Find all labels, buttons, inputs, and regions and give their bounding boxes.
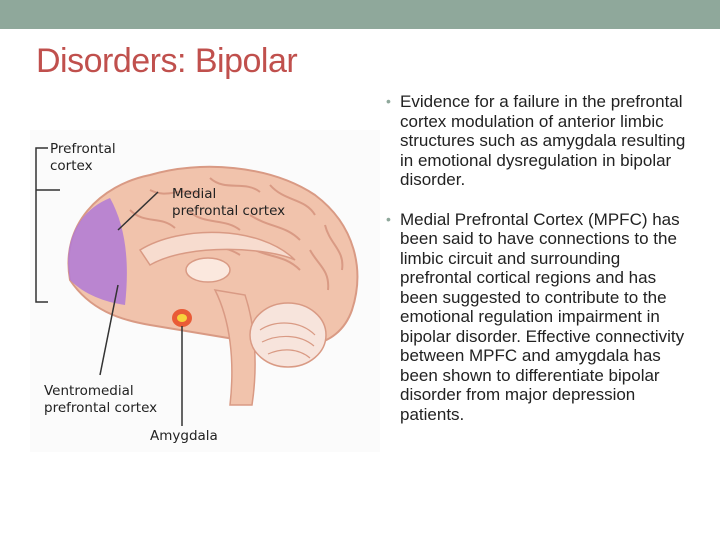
label-prefrontal-2: cortex bbox=[50, 158, 93, 174]
slide-title: Disorders: Bipolar bbox=[36, 42, 298, 80]
bullet-dot-icon: • bbox=[386, 93, 391, 109]
label-ventromedial-1: Ventromedial bbox=[44, 383, 134, 399]
top-accent-band bbox=[0, 0, 720, 29]
thalamus bbox=[185, 257, 231, 283]
bullet-item: • Evidence for a failure in the prefront… bbox=[384, 92, 694, 190]
brainstem bbox=[213, 289, 256, 406]
label-amygdala: Amygdala bbox=[150, 428, 218, 444]
label-medial-2: prefrontal cortex bbox=[172, 203, 285, 219]
brain-illustration: Prefrontal cortex Medial prefrontal cort… bbox=[35, 141, 359, 444]
corpus-callosum bbox=[138, 231, 296, 266]
bullet-text: Medial Prefrontal Cortex (MPFC) has been… bbox=[400, 209, 685, 424]
prefrontal-highlight bbox=[68, 198, 127, 305]
label-medial-1: Medial bbox=[172, 186, 216, 202]
label-prefrontal-1: Prefrontal bbox=[50, 141, 116, 157]
medial-leader bbox=[117, 191, 159, 231]
cerebellum bbox=[249, 302, 327, 368]
label-ventromedial-2: prefrontal cortex bbox=[44, 400, 157, 416]
bullet-item: • Medial Prefrontal Cortex (MPFC) has be… bbox=[384, 210, 694, 425]
brain-diagram: Prefrontal cortex Medial prefrontal cort… bbox=[30, 130, 380, 452]
ventromedial-leader bbox=[99, 284, 119, 376]
cerebellum-folds bbox=[259, 322, 316, 359]
bullet-list: • Evidence for a failure in the prefront… bbox=[384, 92, 694, 444]
bullet-text: Evidence for a failure in the prefrontal… bbox=[400, 92, 686, 189]
prefrontal-bracket bbox=[35, 147, 60, 303]
brain-cerebrum bbox=[67, 165, 359, 349]
bullet-dot-icon: • bbox=[386, 210, 391, 227]
